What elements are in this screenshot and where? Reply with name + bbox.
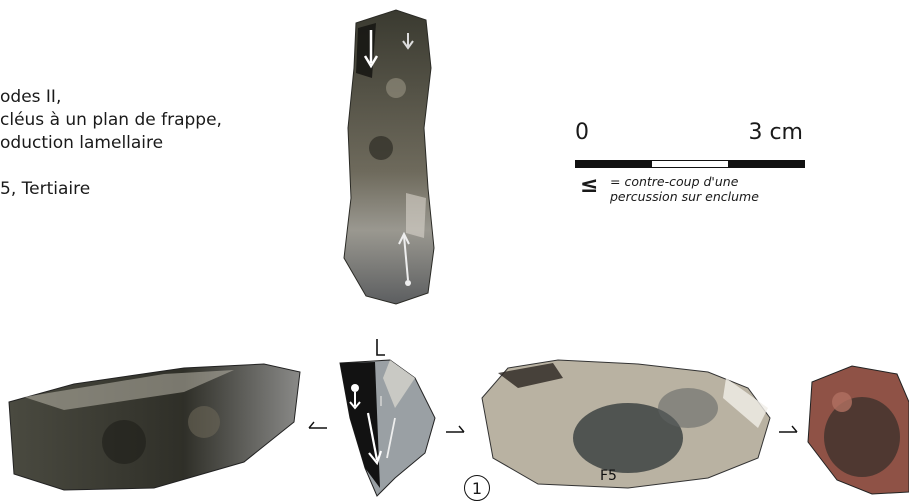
artifact-number-badge: 1 xyxy=(464,475,490,501)
artifact-left-view xyxy=(4,362,304,492)
caption: odes II, cléus à un plan de frappe, oduc… xyxy=(0,86,222,201)
artifact-mark-label: F5 xyxy=(600,468,617,484)
caption-line-3: oduction lamellaire xyxy=(0,132,222,155)
caption-line-2: cléus à un plan de frappe, xyxy=(0,109,222,132)
caption-line-1: odes II, xyxy=(0,86,222,109)
connector-arrow-2-icon xyxy=(444,424,466,434)
orientation-arrow-icon xyxy=(372,338,388,358)
caption-line-5: 5, Tertiaire xyxy=(0,178,222,201)
artifact-end-view xyxy=(802,362,909,497)
caption-spacer xyxy=(0,155,222,178)
artifact-right-view: F5 xyxy=(478,358,774,490)
legend-line-1: = contre-coup d'une xyxy=(610,174,759,189)
legend-line-2: percussion sur enclume xyxy=(610,189,759,204)
scale-bar-graphic xyxy=(575,160,805,168)
connector-arrow-1-icon xyxy=(307,420,329,430)
artifact-front-view xyxy=(335,358,440,498)
scale-end-label: 3 cm xyxy=(748,120,803,145)
anvil-percussion-symbol-icon: ≤ xyxy=(580,178,598,193)
connector-arrow-3-icon xyxy=(777,424,799,434)
artifact-top-view xyxy=(336,8,446,308)
legend: ≤ = contre-coup d'une percussion sur enc… xyxy=(580,174,759,204)
scale-start-label: 0 xyxy=(575,120,589,145)
